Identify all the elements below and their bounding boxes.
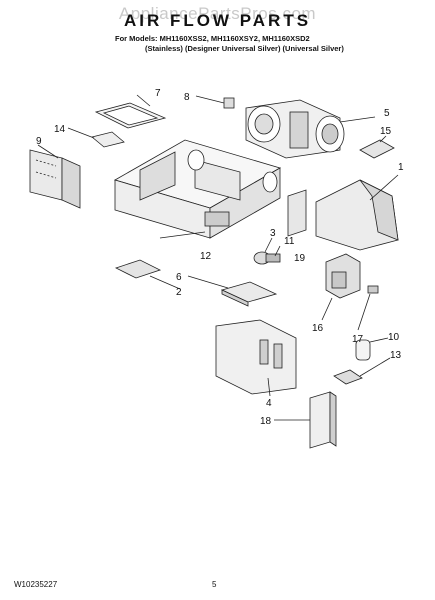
- part-19-panel: [287, 189, 307, 237]
- callout-17: 17: [352, 334, 364, 345]
- part-13-bracket: [333, 357, 391, 385]
- callout-7: 7: [155, 88, 161, 99]
- model-list: For Models: MH1160XSS2, MH1160XSY2, MH11…: [115, 34, 344, 54]
- callout-9: 9: [36, 136, 42, 147]
- page-title: AIR FLOW PARTS: [123, 11, 312, 30]
- callout-2: 2: [176, 287, 182, 298]
- part-10-capacitor: [355, 337, 389, 361]
- callout-13: 13: [390, 350, 402, 361]
- part-5-blower: [245, 99, 376, 159]
- part-16-transformer: [321, 253, 361, 321]
- callout-5: 5: [384, 108, 390, 119]
- callout-6: 6: [176, 272, 182, 283]
- callout-15: 15: [380, 126, 392, 137]
- callout-8: 8: [184, 92, 190, 103]
- part-6-plate: [187, 275, 278, 307]
- callout-16: 16: [312, 323, 324, 334]
- part-9-duct: [29, 144, 81, 209]
- callout-18: 18: [260, 416, 272, 427]
- part-7-filter: [94, 94, 167, 129]
- part-18-vent-plate: [274, 391, 337, 449]
- callout-12: 12: [200, 251, 212, 262]
- callout-3: 3: [270, 228, 276, 239]
- part-4-duct: [215, 319, 297, 397]
- callout-1: 1: [398, 162, 404, 173]
- callout-4: 4: [266, 398, 272, 409]
- part-2-plate: [114, 259, 181, 290]
- part-3-fuse: [253, 237, 281, 265]
- part-15-bracket: [359, 135, 395, 159]
- part-17-connector: [357, 285, 379, 331]
- part-12-chassis: [113, 139, 282, 239]
- models-line-1: For Models: MH1160XSS2, MH1160XSY2, MH11…: [115, 34, 310, 43]
- callout-labels: 7 8 5 14 15 9 1 3 11 12 19 6 2 16 17 10 …: [36, 88, 404, 427]
- callout-11: 11: [284, 236, 295, 247]
- callout-10: 10: [388, 332, 400, 343]
- callout-19: 19: [294, 253, 306, 264]
- watermark: AppliancePartsPros.com: [118, 4, 317, 23]
- part-1-duct-cover: [315, 174, 399, 251]
- page-number: 5: [212, 580, 217, 589]
- part-8-clip: [195, 95, 235, 109]
- document-number: W10235227: [14, 580, 58, 589]
- callout-14: 14: [54, 124, 66, 135]
- part-14-plate: [67, 127, 125, 148]
- models-line-2: (Stainless) (Designer Universal Silver) …: [145, 44, 344, 53]
